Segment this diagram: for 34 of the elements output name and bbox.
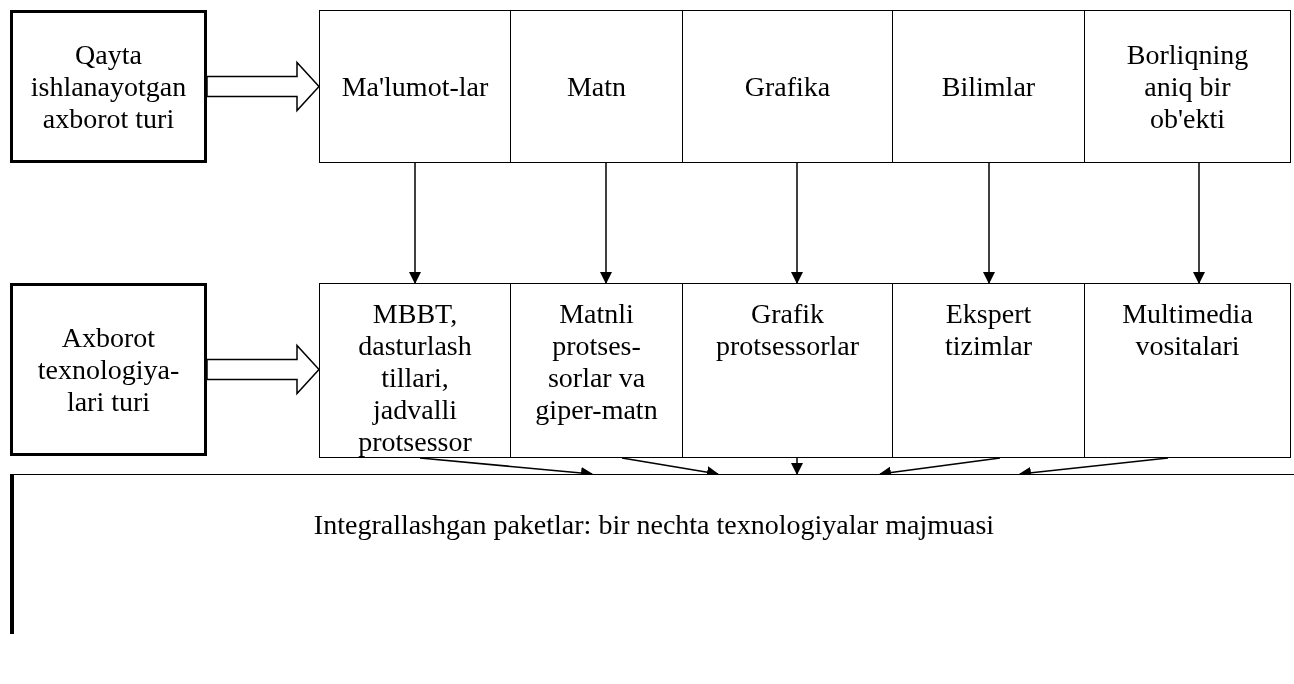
category-cell (892, 283, 1085, 458)
node-text: Qayta ishlanayotgan axborot turi (29, 38, 188, 135)
node-text: Integrallashgan paketlar: bir nechta texnologiyalar majmuasi (313, 509, 995, 541)
hollow-arrow (206, 343, 320, 396)
node-text: Ekspert tizimlar (943, 298, 1034, 362)
category-cell (1084, 10, 1291, 163)
node-text: Grafika (744, 70, 831, 103)
category-cell (319, 10, 511, 163)
node-text: Bilimlar (941, 70, 1036, 103)
node-text: Ma'lumot-lar (341, 70, 489, 103)
node-text: Multimedia vositalari (1121, 298, 1254, 362)
category-cell (510, 283, 683, 458)
arrow (409, 162, 421, 284)
arrow (600, 162, 612, 284)
label-box (10, 10, 207, 163)
arrow (983, 162, 995, 284)
result-box (10, 474, 1294, 634)
label-box (10, 283, 207, 456)
category-cell (319, 283, 511, 458)
category-cell (1084, 283, 1291, 458)
category-cell (682, 283, 893, 458)
arrow (791, 162, 803, 284)
arrow (1193, 162, 1205, 284)
node-text: Matn (566, 70, 627, 103)
node-text: Borliqning aniq bir ob'ekti (1125, 38, 1250, 135)
arrow (791, 457, 803, 475)
hollow-arrow (206, 60, 320, 113)
category-cell (682, 10, 893, 163)
category-cell (892, 10, 1085, 163)
category-cell (510, 10, 683, 163)
node-text: Axborot texnologiya-lari turi (36, 321, 181, 418)
node-text: MBBT, dasturlash tillari, jadvalli protsessor (357, 298, 473, 458)
node-text: Matnli protses-sorlar va giper-matn (534, 298, 659, 426)
node-text: Grafik protsessorlar (714, 298, 861, 362)
